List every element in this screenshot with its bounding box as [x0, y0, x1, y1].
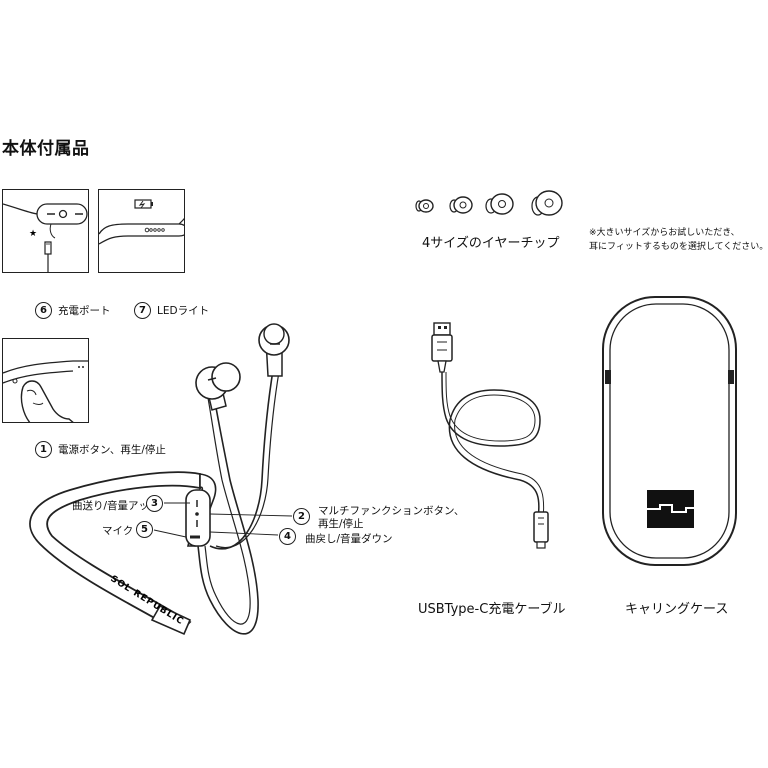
svg-text:★: ★ — [29, 229, 37, 239]
ear-tip-icon — [449, 196, 473, 214]
callout-4-text: 曲戻し/音量ダウン — [305, 533, 393, 545]
callout-5-number: 5 — [136, 521, 153, 538]
callout-text: LEDライト — [157, 305, 210, 317]
led-light-panel — [98, 189, 185, 273]
charging-port-icon: ★ — [3, 203, 88, 272]
callout-number: 7 — [134, 302, 151, 319]
callout-number: 1 — [35, 441, 52, 458]
callout-3-text: 曲送り/音量アップ — [72, 500, 160, 512]
finger-press-icon — [3, 360, 88, 422]
callout-2-number: 2 — [293, 508, 310, 525]
callout-text: 電源ボタン、再生/停止 — [58, 444, 166, 456]
callout-5-text: マイク — [102, 525, 134, 537]
charging-port-panel: ★ — [2, 189, 89, 273]
case-caption: キャリングケース — [625, 602, 729, 617]
callout-7: 7 LEDライト — [134, 302, 209, 319]
callout-text: 充電ポート — [58, 305, 111, 317]
callout-6: 6 充電ポート — [35, 302, 111, 319]
eartips-note-line1: ※大きいサイズからお試しいただき、 — [589, 228, 740, 238]
callout-2-text-line2: 再生/停止 — [318, 518, 364, 530]
ear-tip-icon — [485, 193, 514, 215]
callout-3-number: 3 — [146, 495, 163, 512]
cable-caption: USBType-C充電ケーブル — [418, 602, 566, 617]
eartips-caption: 4サイズのイヤーチップ — [422, 236, 560, 251]
callout-number: 6 — [35, 302, 52, 319]
power-button-panel — [2, 338, 89, 423]
eartips-note-line2: 耳にフィットするものを選択してください。 — [589, 242, 768, 252]
battery-led-icon — [99, 199, 184, 245]
page-title: 本体付属品 — [2, 139, 90, 159]
callout-4-number: 4 — [279, 528, 296, 545]
ear-tip-icon — [415, 199, 434, 213]
callout-1: 1 電源ボタン、再生/停止 — [35, 441, 166, 458]
ear-tip-icon — [531, 190, 563, 216]
callout-2-text-line1: マルチファンクションボタン、 — [318, 505, 465, 517]
